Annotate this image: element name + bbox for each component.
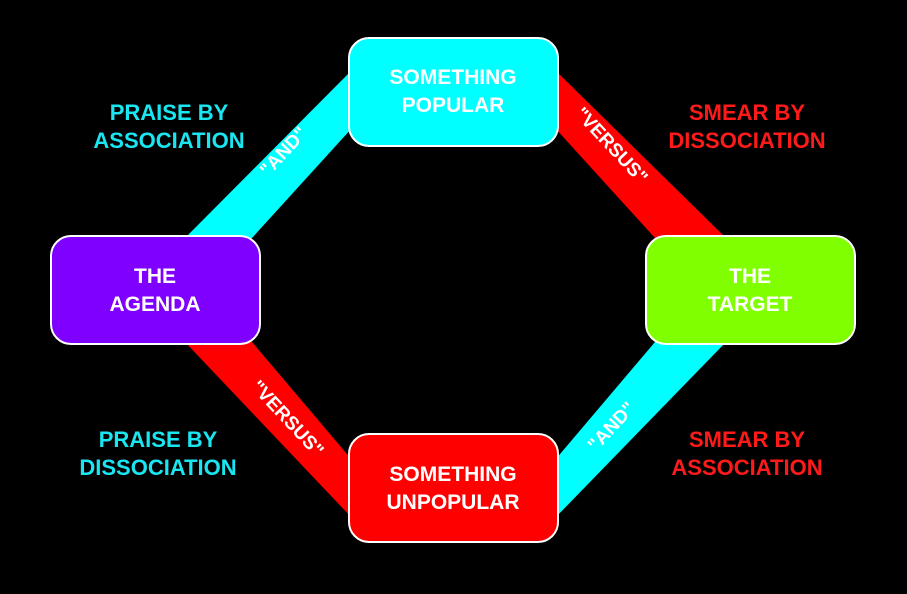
label-line1: SMEAR BY	[688, 100, 806, 125]
label-praise-by-dissociation: PRAISE BY DISSOCIATION	[48, 426, 268, 482]
label-line1: SMEAR BY	[688, 427, 806, 452]
node-something-unpopular: SOMETHING UNPOPULAR	[348, 433, 559, 543]
node-label-line2: UNPOPULAR	[386, 491, 519, 514]
label-smear-by-dissociation: SMEAR BY DISSOCIATION	[637, 99, 857, 155]
node-label-line1: SOMETHING	[389, 463, 516, 486]
node-something-popular: SOMETHING POPULAR	[348, 37, 559, 147]
node-label-line2: AGENDA	[109, 293, 200, 316]
node-box	[50, 235, 261, 345]
connector-band-and	[555, 342, 726, 518]
label-line2: DISSOCIATION	[79, 455, 237, 480]
label-line2: ASSOCIATION	[671, 455, 823, 480]
node-box	[348, 37, 559, 147]
label-line1: PRAISE BY	[98, 427, 218, 452]
node-label-line2: POPULAR	[402, 94, 505, 117]
node-box	[348, 433, 559, 543]
connector-band-versus	[555, 70, 726, 238]
node-box	[645, 235, 856, 345]
connector-band-versus	[185, 342, 352, 518]
label-smear-by-association: SMEAR BY ASSOCIATION	[637, 426, 857, 482]
label-line1: PRAISE BY	[109, 100, 229, 125]
node-label-line1: THE	[134, 265, 176, 288]
label-line2: DISSOCIATION	[668, 128, 826, 153]
label-praise-by-association: PRAISE BY ASSOCIATION	[59, 99, 279, 155]
node-the-agenda: THE AGENDA	[50, 235, 261, 345]
node-label-line1: THE	[729, 265, 771, 288]
label-line2: ASSOCIATION	[93, 128, 245, 153]
node-label-line1: SOMETHING	[389, 66, 516, 89]
connector-band-and	[185, 70, 352, 238]
node-label-line2: TARGET	[708, 293, 793, 316]
node-the-target: THE TARGET	[645, 235, 856, 345]
